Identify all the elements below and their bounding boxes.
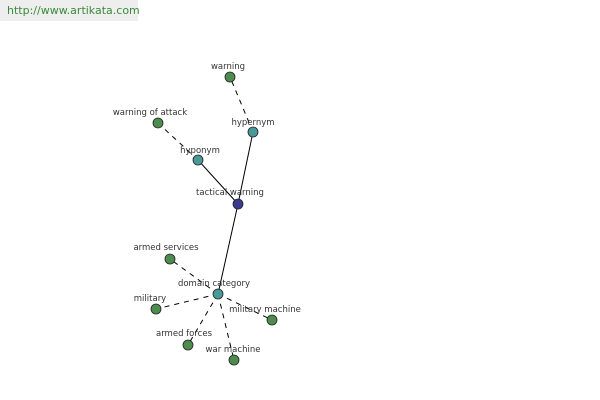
graph-nodes: tactical warning hypernym hyponym domain ca… bbox=[113, 62, 301, 366]
node-marker-armed-services[interactable] bbox=[164, 253, 176, 265]
node-label-hyponym[interactable]: hyponym bbox=[180, 146, 220, 156]
node-marker-war-machine[interactable] bbox=[228, 354, 240, 366]
node-label-tactical-warning[interactable]: tactical warning bbox=[196, 188, 264, 198]
edge-domain-category-to-war-machine bbox=[217, 293, 235, 361]
node-marker-warning-of-attack[interactable] bbox=[152, 117, 164, 129]
node-label-warning[interactable]: warning bbox=[211, 62, 245, 72]
node-hyponym[interactable]: hyponym bbox=[180, 146, 220, 166]
node-label-warning-of-attack[interactable]: warning of attack bbox=[113, 108, 187, 118]
node-label-armed-services[interactable]: armed services bbox=[133, 243, 199, 253]
node-label-military-machine[interactable]: military machine bbox=[229, 305, 301, 315]
node-warning[interactable]: warning bbox=[211, 62, 245, 83]
node-marker-hyponym[interactable] bbox=[192, 154, 204, 166]
node-marker-warning[interactable] bbox=[224, 71, 236, 83]
site-url[interactable]: http://www.artikata.com bbox=[0, 0, 140, 21]
node-domain-category[interactable]: domain category bbox=[178, 279, 250, 300]
edge-tactical-warning-to-hypernym bbox=[237, 131, 254, 205]
node-label-domain-category[interactable]: domain category bbox=[178, 279, 250, 289]
node-marker-tactical-warning[interactable] bbox=[232, 198, 244, 210]
graph-edges bbox=[155, 76, 273, 361]
node-marker-hypernym[interactable] bbox=[247, 126, 259, 138]
node-label-military[interactable]: military bbox=[134, 294, 166, 304]
node-marker-domain-category[interactable] bbox=[212, 288, 224, 300]
node-label-armed-forces[interactable]: armed forces bbox=[156, 329, 213, 339]
node-military[interactable]: military bbox=[134, 294, 166, 315]
node-military-machine[interactable]: military machine bbox=[229, 305, 301, 326]
node-warning-of-attack[interactable]: warning of attack bbox=[113, 108, 187, 129]
node-marker-armed-forces[interactable] bbox=[182, 339, 194, 351]
node-label-hypernym[interactable]: hypernym bbox=[231, 118, 274, 128]
node-armed-services[interactable]: armed services bbox=[133, 243, 199, 265]
node-hypernym[interactable]: hypernym bbox=[231, 118, 275, 138]
node-label-war-machine[interactable]: war machine bbox=[206, 345, 261, 355]
edge-domain-category-to-military bbox=[155, 293, 219, 310]
node-tactical-warning[interactable]: tactical warning bbox=[196, 188, 264, 210]
node-marker-military-machine[interactable] bbox=[266, 314, 278, 326]
node-war-machine[interactable]: war machine bbox=[206, 345, 261, 366]
edge-tactical-warning-to-hyponym bbox=[197, 159, 239, 205]
node-marker-military[interactable] bbox=[150, 303, 162, 315]
node-armed-forces[interactable]: armed forces bbox=[156, 329, 213, 351]
edge-tactical-warning-to-domain-category bbox=[217, 203, 239, 295]
